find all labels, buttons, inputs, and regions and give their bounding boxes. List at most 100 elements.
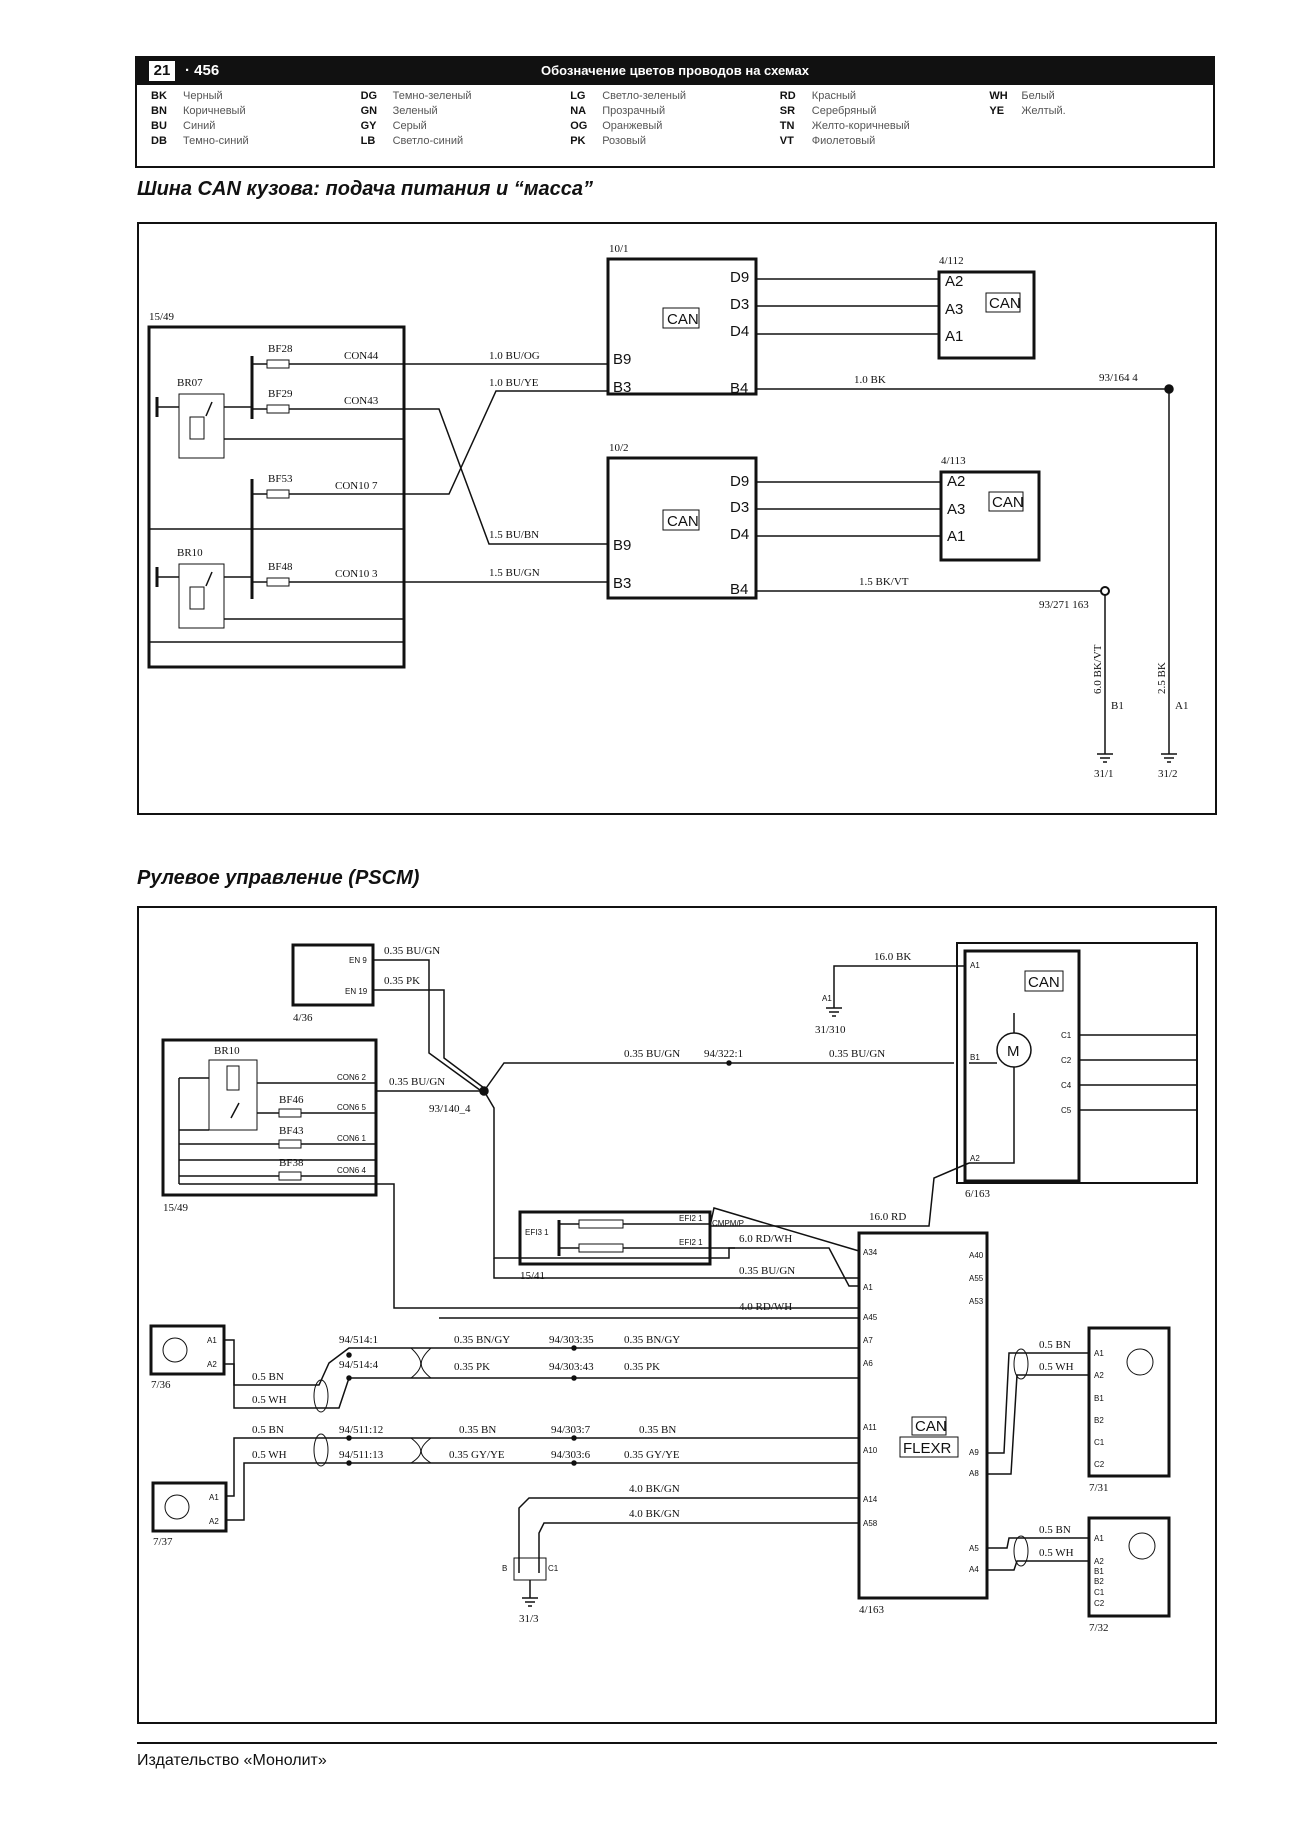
junction-94-322-1: 94/322:1 xyxy=(704,1048,743,1060)
wire-label-bn-gy-2: 0.35 BN/GY xyxy=(624,1334,680,1346)
flexr-pin-labels: A34 A1 A45 A7 A6 A11 A10 A14 A58 A40 A55… xyxy=(863,1248,984,1574)
pin-b4: B4 xyxy=(730,581,748,598)
pin-a40: A40 xyxy=(969,1251,984,1260)
legend-color-name: Красный xyxy=(811,90,857,102)
pin-en9: EN 9 xyxy=(349,956,367,965)
ground-symbol-31-1 xyxy=(1097,753,1113,763)
fuse-bf43-label: BF43 xyxy=(279,1125,304,1137)
legend-code: OG xyxy=(570,120,588,132)
wire-label-bu-gn-5: 0.35 BU/GN xyxy=(739,1265,795,1277)
legend-code: YE xyxy=(989,105,1005,117)
legend-code: TN xyxy=(779,120,795,132)
section-title-can-power: Шина CAN кузова: подача питания и “масса… xyxy=(137,178,594,200)
legend-item: OG Оранжевый xyxy=(570,119,780,134)
pin-a1: A1 xyxy=(1094,1349,1104,1358)
efi3-label: EFI3 1 xyxy=(525,1228,549,1237)
legend-code: BK xyxy=(151,90,167,102)
legend-color-name: Серый xyxy=(392,120,427,132)
connector-94-303-35: 94/303:35 xyxy=(549,1334,594,1346)
pin-c2: C2 xyxy=(1094,1599,1105,1608)
legend-color-name: Оранжевый xyxy=(602,120,663,132)
pin-a55: A55 xyxy=(969,1274,984,1283)
legend-color-name: Темно-зеленый xyxy=(392,90,472,102)
connector-94-303-6: 94/303:6 xyxy=(551,1449,591,1461)
ground-symbol-31-3 xyxy=(522,1597,538,1607)
wire-label-6-0-bk-vt: 6.0 BK/VT xyxy=(1092,644,1104,694)
cmpm-label: CMPM/P xyxy=(712,1219,744,1228)
pin-a1: A1 xyxy=(207,1336,217,1345)
legend-color-name: Фиолетовый xyxy=(811,135,876,147)
diagram-pscm: EN 9 EN 19 4/36 0.35 BU/GN 0.35 PK 15/49… xyxy=(137,906,1217,1724)
legend-code: GN xyxy=(360,105,378,117)
pin-a53: A53 xyxy=(969,1297,984,1306)
con10-7-label: CON10 7 xyxy=(335,480,378,492)
fuse-bf46-label: BF46 xyxy=(279,1094,304,1106)
pin-a2: A2 xyxy=(947,473,965,490)
legend-item xyxy=(989,134,1199,149)
fuse-bf48-label: BF48 xyxy=(268,561,293,573)
wire-label-1-5-bk-vt: 1.5 BK/VT xyxy=(859,576,909,588)
pin-a2: A2 xyxy=(970,1154,980,1163)
wire-label-gy-ye-2: 0.35 GY/YE xyxy=(624,1449,680,1461)
module-10-2-label: 10/2 xyxy=(609,442,629,454)
connector-94-511-13: 94/511:13 xyxy=(339,1449,384,1461)
pin-a1: A1 xyxy=(209,1493,219,1502)
pin-a4: A4 xyxy=(969,1565,979,1574)
wire-label-bn-2: 0.35 BN xyxy=(639,1424,676,1436)
motor-icon: M xyxy=(1007,1043,1020,1060)
wire-label-1-5-bu-gn: 1.5 BU/GN xyxy=(489,567,540,579)
legend-color-name: Черный xyxy=(183,90,223,102)
sensor-7-31-label: 7/31 xyxy=(1089,1482,1109,1494)
pin-d4: D4 xyxy=(730,323,749,340)
pin-a1: A1 xyxy=(1094,1534,1104,1543)
legend-color-name: Темно-синий xyxy=(183,135,249,147)
efi2-label-1: EFI2 1 xyxy=(679,1214,703,1223)
pin-b3: B3 xyxy=(613,379,631,396)
header-bar: 21 · 456 Обозначение цветов проводов на … xyxy=(137,58,1213,85)
legend-code: BU xyxy=(151,120,167,132)
efi2-label-2: EFI2 1 xyxy=(679,1238,703,1247)
module-4-163-label: 4/163 xyxy=(859,1604,885,1616)
pin-b2: B2 xyxy=(1094,1416,1104,1425)
pin-d4: D4 xyxy=(730,526,749,543)
ground-b1-label: B1 xyxy=(1111,700,1124,712)
legend-code: WH xyxy=(989,90,1008,102)
flexr-label: FLEXR xyxy=(903,1440,952,1457)
legend-code: VT xyxy=(779,135,794,147)
wire-label-16-bk: 16.0 BK xyxy=(874,951,911,963)
legend-code: PK xyxy=(570,135,586,147)
pin-a3: A3 xyxy=(945,301,963,318)
pin-a2: A2 xyxy=(1094,1557,1104,1566)
wire-label-bn-1: 0.35 BN xyxy=(459,1424,496,1436)
header-title: Обозначение цветов проводов на схемах xyxy=(541,63,809,78)
junction-93-140-4: 93/140_4 xyxy=(429,1103,471,1115)
wire-label-0-5-wh-4: 0.5 WH xyxy=(1039,1547,1074,1559)
fuse-bf53-label: BF53 xyxy=(268,473,293,485)
pin-c2: C2 xyxy=(1061,1056,1072,1065)
pin-b3: B3 xyxy=(613,575,631,592)
module-4-112-label: 4/112 xyxy=(939,255,964,267)
con6-1-label: CON6 1 xyxy=(337,1134,366,1143)
pin-a7: A7 xyxy=(863,1336,873,1345)
section-title-pscm: Рулевое управление (PSCM) xyxy=(137,867,420,889)
module-6-163-label: 6/163 xyxy=(965,1188,991,1200)
wire-label-bu-gn-1: 0.35 BU/GN xyxy=(384,945,440,957)
legend-color-name: Белый xyxy=(1021,90,1055,102)
wire-label-bu-gn-2: 0.35 BU/GN xyxy=(389,1076,445,1088)
module-15-41-label: 15/41 xyxy=(520,1270,545,1282)
wire-label-pk-3: 0.35 PK xyxy=(624,1361,660,1373)
wire-label-1-0-bk: 1.0 BK xyxy=(854,374,886,386)
legend-code: BN xyxy=(151,105,167,117)
ground-pin-c1: C1 xyxy=(548,1564,559,1573)
chapter-badge: 21 xyxy=(149,61,175,81)
can-label-10-2: CAN xyxy=(667,513,699,530)
pin-b4: B4 xyxy=(730,380,748,397)
